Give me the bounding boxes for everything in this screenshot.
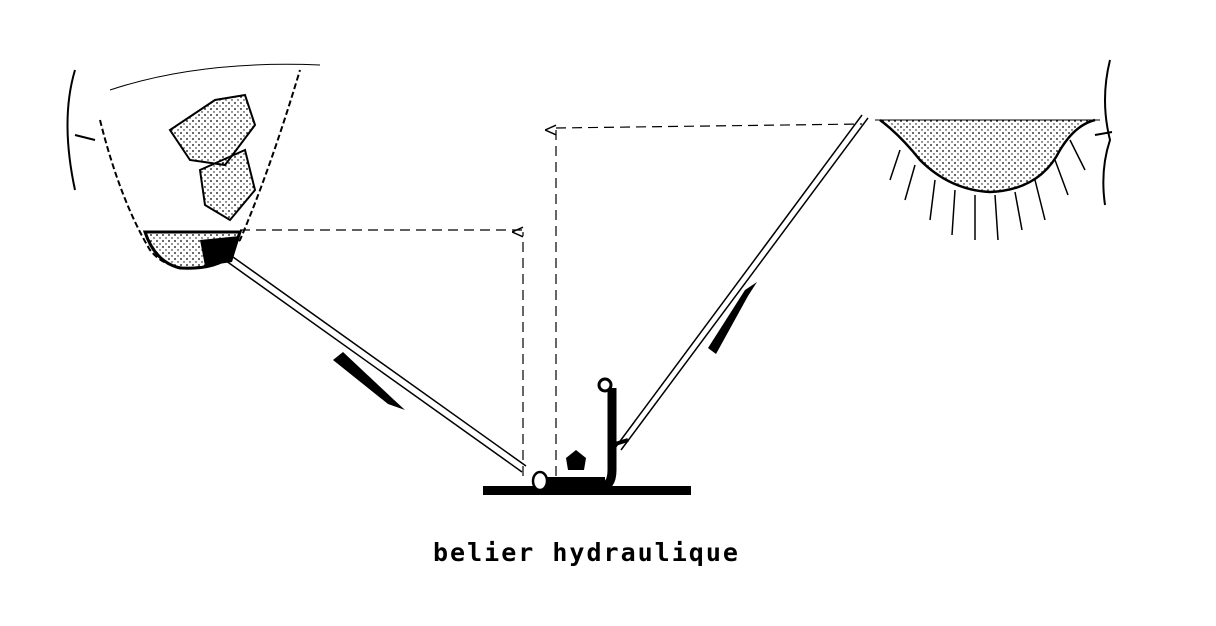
flow-arrow-down-icon <box>333 352 405 410</box>
diagram-caption: belier hydraulique <box>433 538 740 567</box>
flow-arrow-up-icon <box>708 282 757 354</box>
delivery-pipe <box>614 114 869 451</box>
hydraulic-ram-pump <box>483 377 691 495</box>
delivery-head-marker <box>556 123 863 476</box>
source-reservoir <box>66 63 321 270</box>
supply-head-marker <box>240 230 524 476</box>
delivery-reservoir <box>875 59 1113 241</box>
drive-pipe <box>221 251 527 473</box>
